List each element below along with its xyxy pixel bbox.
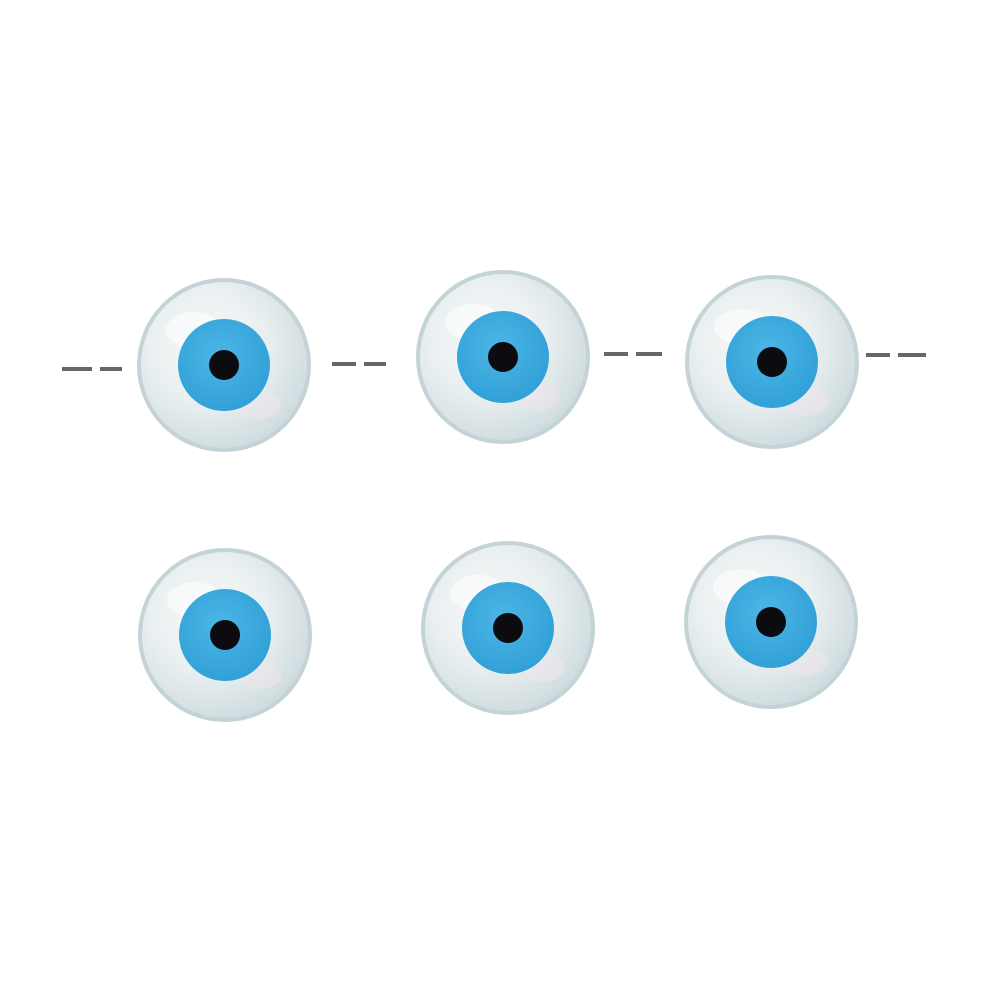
bead-pupil [488,342,518,372]
bead-pupil [757,347,787,377]
bead-pupil [756,607,786,637]
bead-pupil [210,620,240,650]
bead-pupil [209,350,239,380]
bead-pupil [493,613,523,643]
